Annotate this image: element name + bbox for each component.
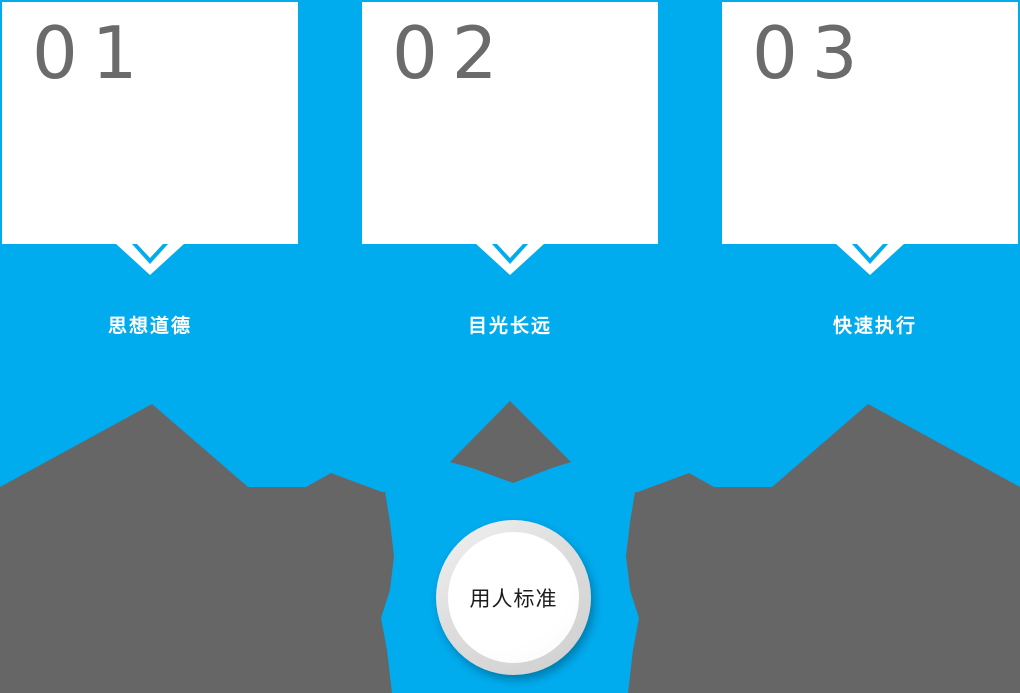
step-card-1[interactable]: 01	[2, 2, 298, 244]
step-card-3[interactable]: 03	[722, 2, 1018, 244]
right-mountain-shape	[626, 404, 1020, 693]
center-badge-label: 用人标准	[469, 586, 558, 611]
step-number-1: 01	[32, 11, 152, 95]
center-kite-shape	[450, 401, 571, 483]
step-caption-3: 快速执行	[832, 315, 917, 337]
step-card-2[interactable]: 02	[362, 2, 658, 244]
center-badge[interactable]: 用人标准	[436, 520, 591, 675]
step-caption-2: 目光长远	[467, 315, 552, 337]
left-mountain-shape	[0, 404, 394, 693]
chevron-down-icon-1	[115, 243, 185, 275]
step-number-2: 02	[392, 11, 512, 95]
step-caption-1: 思想道德	[107, 315, 192, 337]
center-badge-face: 用人标准	[448, 532, 579, 663]
step-number-3: 03	[752, 11, 872, 95]
chevron-down-icon-3	[835, 243, 905, 275]
chevron-down-icon-2	[475, 243, 545, 275]
